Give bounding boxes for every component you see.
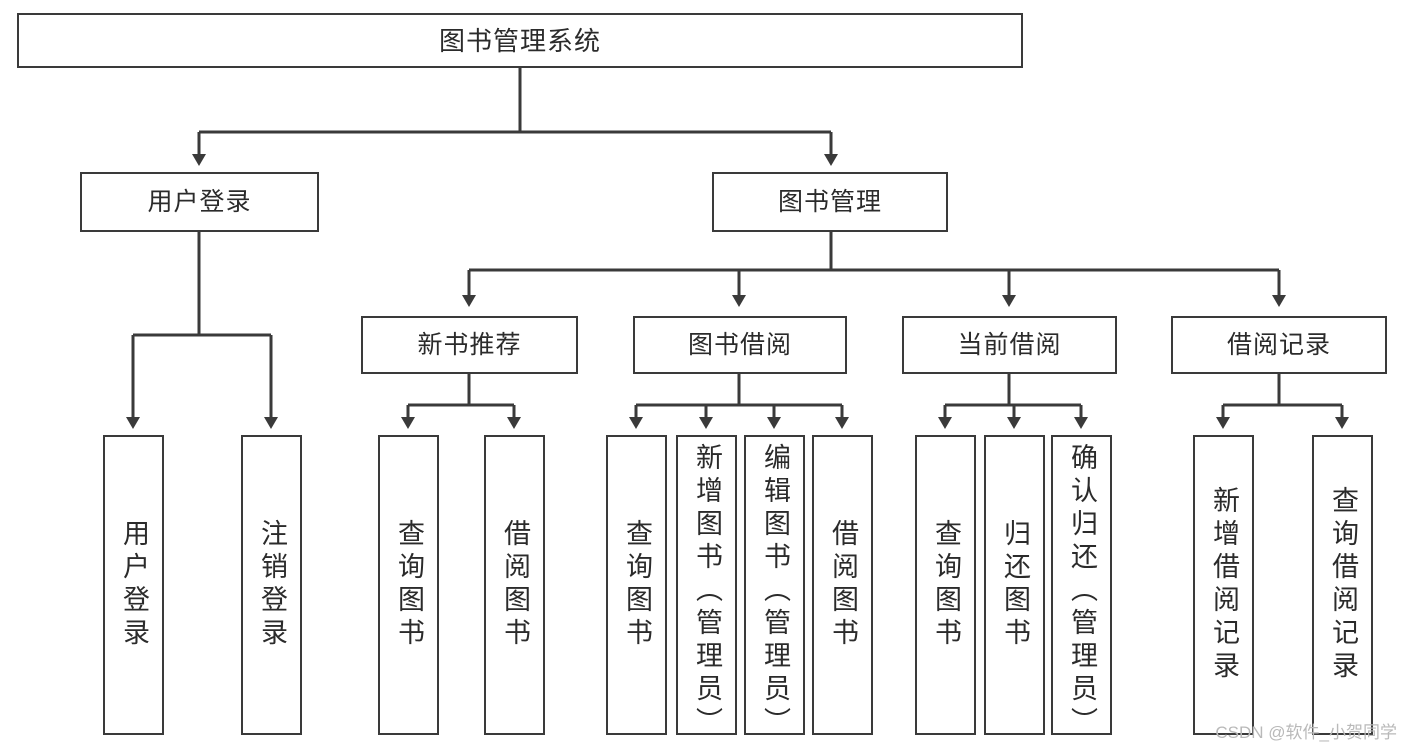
leaf-confirm-return[interactable]: 确认归还（管理员） xyxy=(1051,435,1112,740)
leaf-confirm-return-label: 确认归还（管理员） xyxy=(1067,443,1097,740)
node-current-borrow-label: 当前借阅 xyxy=(957,330,1062,359)
node-book-borrow-label: 图书借阅 xyxy=(687,330,792,359)
leaf-add-book[interactable]: 新增图书（管理员） xyxy=(676,435,737,740)
leaf-add-record-label: 新增借阅记录 xyxy=(1209,486,1239,684)
leaf-borrow-book-2[interactable]: 借阅图书 xyxy=(812,435,873,735)
leaf-query-book-2[interactable]: 查询图书 xyxy=(606,435,667,735)
node-borrow-record-label: 借阅记录 xyxy=(1226,330,1331,359)
leaf-query-record-label: 查询借阅记录 xyxy=(1328,486,1358,684)
leaf-query-book-1-label: 查询图书 xyxy=(394,519,424,651)
leaf-add-record[interactable]: 新增借阅记录 xyxy=(1193,435,1254,735)
node-new-book-rec[interactable]: 新书推荐 xyxy=(361,316,578,374)
node-user-login-label: 用户登录 xyxy=(147,187,252,216)
leaf-logout-login-label: 注销登录 xyxy=(257,519,287,651)
leaf-user-login-label: 用户登录 xyxy=(119,519,149,651)
leaf-return-book-label: 归还图书 xyxy=(1000,519,1030,651)
node-root[interactable]: 图书管理系统 xyxy=(17,13,1023,68)
leaf-return-book[interactable]: 归还图书 xyxy=(984,435,1045,735)
leaf-edit-book-label: 编辑图书（管理员） xyxy=(760,443,790,740)
watermark: CSDN @软件_小贺同学 xyxy=(1215,723,1397,742)
leaf-borrow-book-1[interactable]: 借阅图书 xyxy=(484,435,545,735)
leaf-borrow-book-1-label: 借阅图书 xyxy=(500,519,530,651)
node-user-login[interactable]: 用户登录 xyxy=(80,172,319,232)
leaf-edit-book[interactable]: 编辑图书（管理员） xyxy=(744,435,805,740)
node-book-borrow[interactable]: 图书借阅 xyxy=(633,316,847,374)
node-book-manage[interactable]: 图书管理 xyxy=(712,172,948,232)
node-current-borrow[interactable]: 当前借阅 xyxy=(902,316,1117,374)
leaf-query-book-1[interactable]: 查询图书 xyxy=(378,435,439,735)
leaf-add-book-label: 新增图书（管理员） xyxy=(692,443,722,740)
leaf-query-record[interactable]: 查询借阅记录 xyxy=(1312,435,1373,735)
node-root-label: 图书管理系统 xyxy=(438,25,601,56)
leaf-query-book-3[interactable]: 查询图书 xyxy=(915,435,976,735)
leaf-user-login[interactable]: 用户登录 xyxy=(103,435,164,735)
node-new-book-rec-label: 新书推荐 xyxy=(417,330,522,359)
leaf-borrow-book-2-label: 借阅图书 xyxy=(828,519,858,651)
leaf-logout-login[interactable]: 注销登录 xyxy=(241,435,302,735)
leaf-query-book-3-label: 查询图书 xyxy=(931,519,961,651)
node-book-manage-label: 图书管理 xyxy=(777,187,882,216)
node-borrow-record[interactable]: 借阅记录 xyxy=(1171,316,1387,374)
leaf-query-book-2-label: 查询图书 xyxy=(622,519,652,651)
